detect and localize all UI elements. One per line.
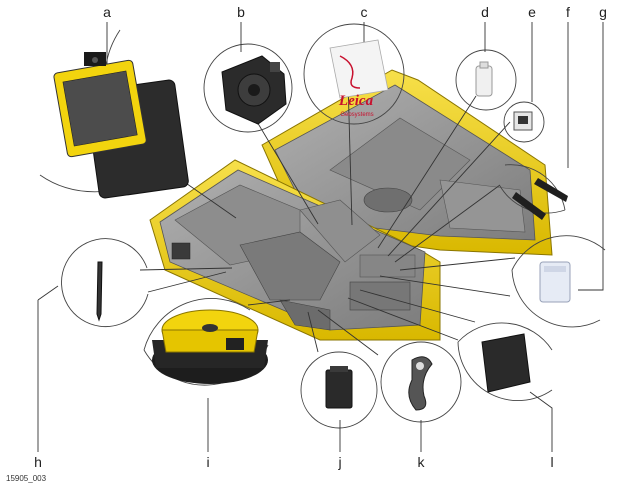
label-b: b xyxy=(237,4,245,20)
manual-booklet: Leica Geosystems xyxy=(329,39,389,118)
label-h: h xyxy=(34,454,42,470)
label-k: k xyxy=(417,454,425,470)
label-f: f xyxy=(566,4,570,20)
label-g: g xyxy=(599,4,607,20)
gnss-receiver xyxy=(152,309,268,384)
cable-clip xyxy=(408,356,433,411)
figure-id: 15905_003 xyxy=(6,474,47,483)
leader-lines xyxy=(37,22,604,452)
label-j: j xyxy=(338,454,342,470)
label-l: l xyxy=(550,454,554,470)
transport-case xyxy=(149,69,553,341)
antennas xyxy=(512,178,568,220)
tablet-controller xyxy=(53,52,189,199)
label-c: c xyxy=(360,4,368,20)
battery-pack xyxy=(481,333,531,393)
callout-lines xyxy=(139,79,516,356)
holder-bracket xyxy=(221,55,287,125)
stylus-pen xyxy=(96,261,103,322)
label-i: i xyxy=(206,454,210,470)
booklet-subtitle: Geosystems xyxy=(340,112,373,118)
booklet-brand: Leica xyxy=(338,93,374,109)
white-container xyxy=(475,61,493,97)
label-d: d xyxy=(481,4,489,20)
label-a: a xyxy=(103,4,111,20)
memory-card xyxy=(513,111,533,131)
battery xyxy=(325,366,353,409)
label-e: e xyxy=(528,4,536,20)
charger-box xyxy=(539,261,571,303)
